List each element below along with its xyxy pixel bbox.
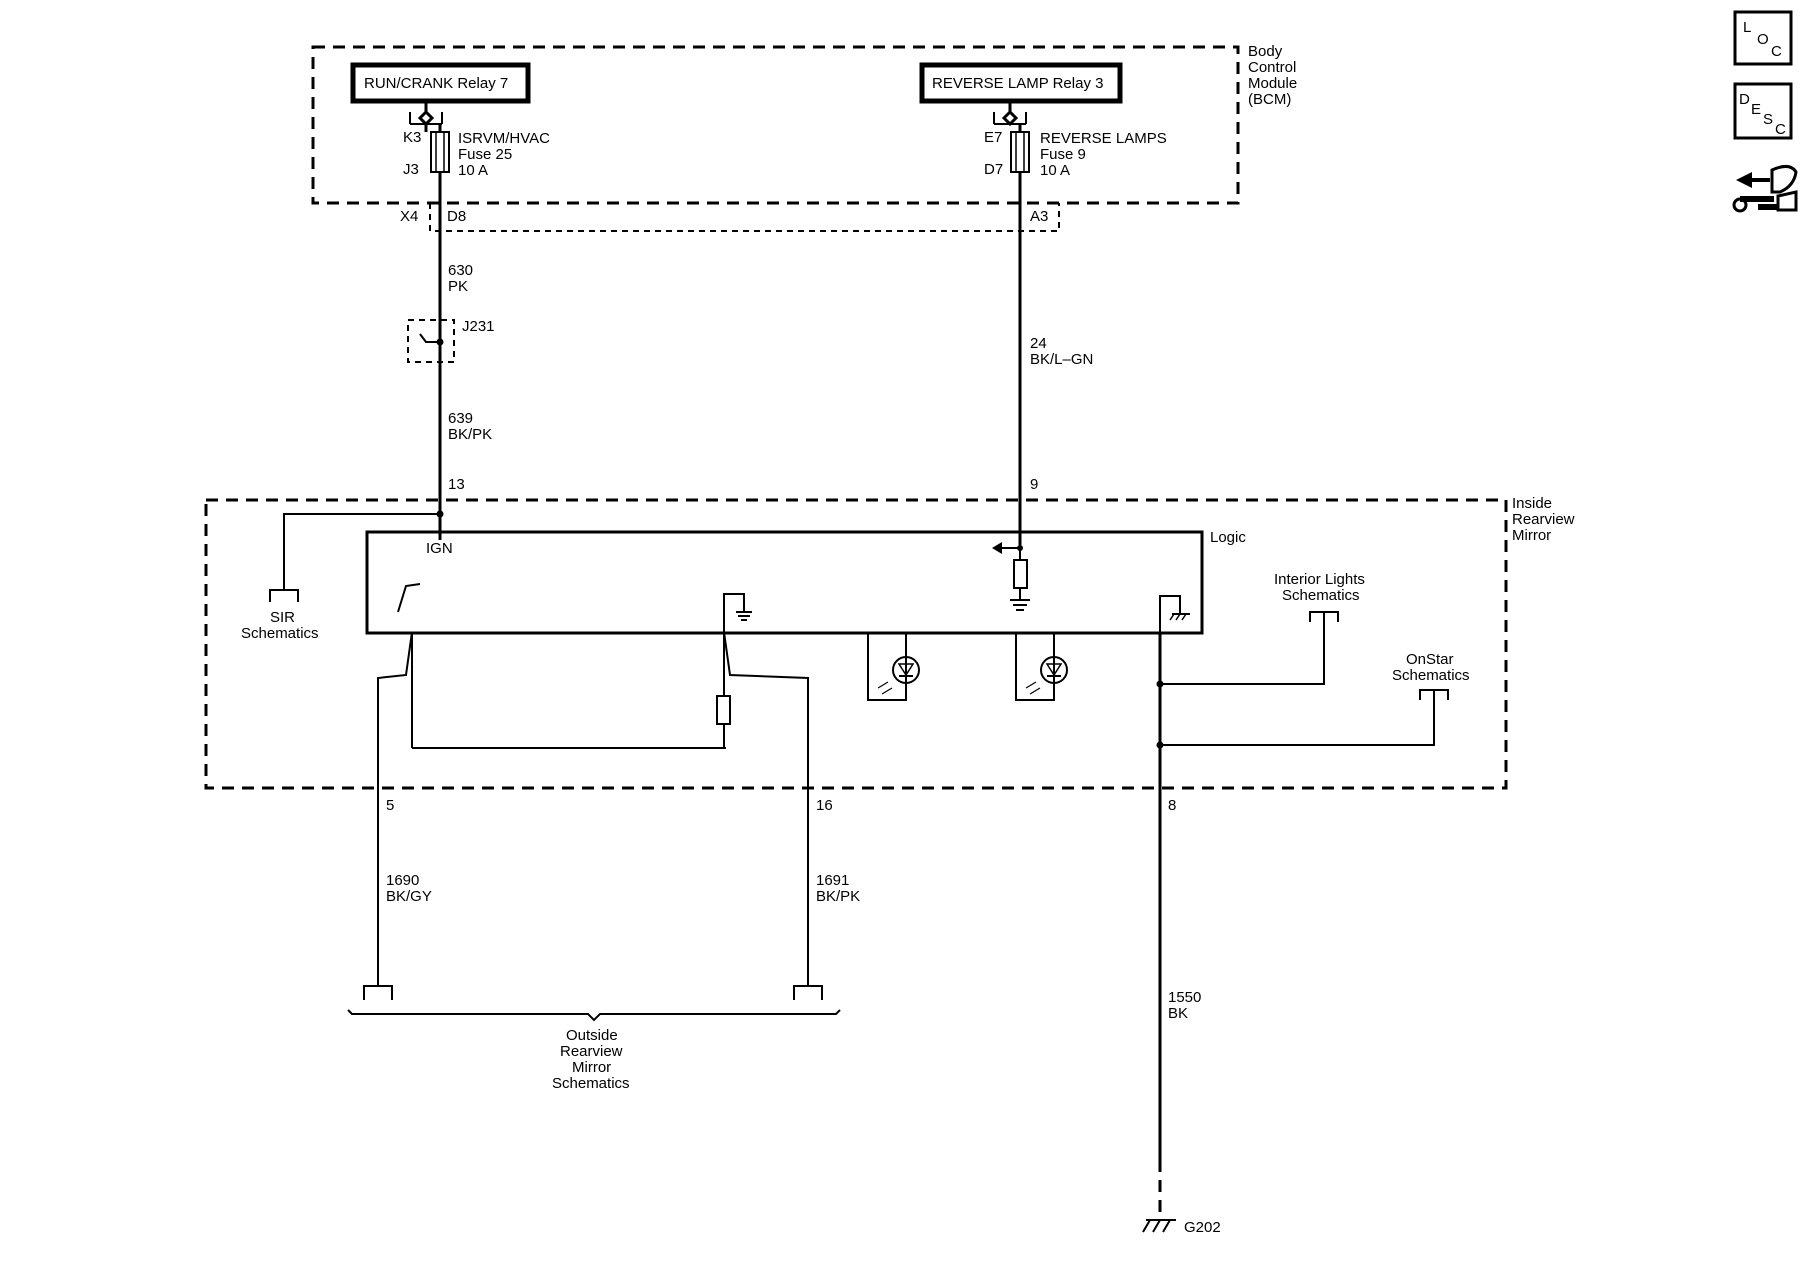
outside-ref-line1: Outside [566, 1027, 618, 1044]
wire-1691-color: BK/PK [816, 888, 860, 905]
interior-ref-line2: Schematics [1282, 587, 1360, 604]
interior-ref-line1: Interior Lights [1274, 571, 1365, 588]
outside-ref-line4: Schematics [552, 1075, 630, 1092]
svg-text:S: S [1763, 111, 1773, 128]
splice-j231-box [407, 319, 455, 363]
connector-wrench-icon[interactable] [1732, 165, 1798, 213]
outside-ref-line2: Rearview [560, 1043, 623, 1060]
pin-9-label: 9 [1030, 476, 1038, 493]
wire-1691-circuit: 1691 [816, 872, 849, 889]
ground-g202-symbol [1142, 1219, 1176, 1233]
fuse-9-rating: 10 A [1040, 162, 1070, 179]
ground-g202-label: G202 [1184, 1219, 1221, 1236]
mirror-resistor [716, 695, 731, 725]
wire-onstar-branch [1160, 690, 1435, 746]
logic-input-resistor [1013, 559, 1028, 589]
outside-ref-line3: Mirror [572, 1059, 611, 1076]
splice-j231-label: J231 [462, 318, 495, 335]
wire-1690-color: BK/GY [386, 888, 432, 905]
outside-mirror-brace [347, 1009, 841, 1022]
bcm-label-2: Control [1248, 59, 1296, 76]
wire-630-color: PK [448, 278, 468, 295]
sir-ref-line1: SIR [270, 609, 295, 626]
wire-24-color: BK/L–GN [1030, 351, 1093, 368]
sir-connector [269, 589, 299, 602]
outside-connector-left [363, 985, 393, 1000]
logic-label: Logic [1210, 529, 1246, 546]
fuse-25-name: ISRVM/HVAC [458, 130, 550, 147]
run-crank-relay-label: RUN/CRANK Relay 7 [364, 75, 508, 92]
svg-text:D: D [1739, 91, 1750, 108]
outside-connector-right [793, 985, 823, 1000]
svg-text:C: C [1775, 121, 1786, 138]
ign-label: IGN [426, 540, 453, 557]
loc-icon[interactable]: L O C [1733, 10, 1793, 66]
fuse-25-rating: 10 A [458, 162, 488, 179]
pin-16-label: 16 [816, 797, 833, 814]
reverse-lamp-relay-box [919, 62, 1123, 104]
led-left [867, 633, 920, 701]
wire-1690-circuit: 1690 [386, 872, 419, 889]
interior-connector [1309, 611, 1339, 622]
pin-d8-label: D8 [447, 208, 466, 225]
pin-8-label: 8 [1168, 797, 1176, 814]
fuse-25-pin-top: K3 [403, 129, 421, 146]
pin-a3-label: A3 [1030, 208, 1048, 225]
led-right [1015, 633, 1068, 701]
sir-ref-line2: Schematics [241, 625, 319, 642]
desc-icon[interactable]: D E S C [1733, 82, 1793, 140]
wire-1550-circuit: 1550 [1168, 989, 1201, 1006]
logic-box [365, 530, 1204, 635]
onstar-ref-line2: Schematics [1392, 667, 1470, 684]
bcm-label-4: (BCM) [1248, 91, 1291, 108]
wire-639-color: BK/PK [448, 426, 492, 443]
fuse-9-pin-top: E7 [984, 129, 1002, 146]
svg-text:O: O [1757, 31, 1769, 48]
svg-text:C: C [1771, 43, 1782, 60]
bcm-label-3: Module [1248, 75, 1297, 92]
fuse-9-pin-bottom: D7 [984, 161, 1003, 178]
onstar-ref-line1: OnStar [1406, 651, 1454, 668]
wire-interior-branch [1160, 612, 1325, 685]
x4-connector-label: X4 [400, 208, 418, 225]
bcm-box [311, 45, 1240, 205]
mirror-label-1: Inside [1512, 495, 1552, 512]
svg-text:E: E [1751, 101, 1761, 118]
x4-connector-outline [429, 203, 1060, 232]
fuse-25-pin-bottom: J3 [403, 161, 419, 178]
mirror-switch [397, 583, 421, 613]
fuse-9-number: Fuse 9 [1040, 146, 1086, 163]
mirror-box [204, 498, 1508, 790]
onstar-connector [1419, 689, 1449, 700]
pin-5-label: 5 [386, 797, 394, 814]
pin-13-label: 13 [448, 476, 465, 493]
mirror-label-2: Rearview [1512, 511, 1575, 528]
fuse-25-number: Fuse 25 [458, 146, 512, 163]
bcm-label-1: Body [1248, 43, 1283, 60]
mirror-label-3: Mirror [1512, 527, 1551, 544]
svg-text:L: L [1743, 19, 1751, 36]
wire-639-circuit: 639 [448, 410, 473, 427]
wire-1550-color: BK [1168, 1005, 1188, 1022]
wire-630-circuit: 630 [448, 262, 473, 279]
fuse-9-symbol [993, 101, 1030, 173]
run-crank-relay-box [350, 62, 531, 104]
wire-sir-branch [283, 513, 440, 590]
wire-24-circuit: 24 [1030, 335, 1047, 352]
reverse-lamp-relay-label: REVERSE LAMP Relay 3 [932, 75, 1103, 92]
fuse-9-name: REVERSE LAMPS [1040, 130, 1167, 147]
